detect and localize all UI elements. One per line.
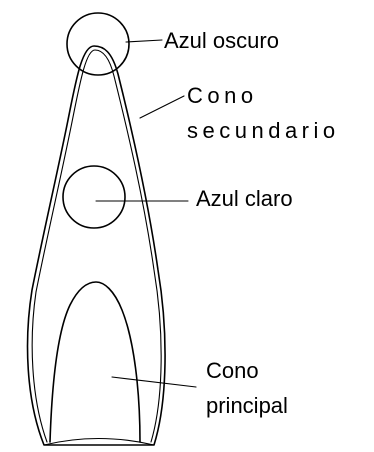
- label-cono-secundario-line1: Cono: [187, 83, 258, 108]
- label-azul-claro: Azul claro: [196, 186, 293, 211]
- azul-claro-circle: [63, 166, 125, 228]
- cone-body-outline: [28, 46, 166, 445]
- azul-oscuro-circle: [67, 13, 129, 75]
- leader-cono-principal: [112, 377, 196, 387]
- cone-body-inner-edge: [32, 50, 161, 442]
- label-cono-principal-line2: principal: [206, 393, 288, 418]
- label-cono-secundario-line2: secundario: [187, 118, 340, 143]
- leader-cono-secundario: [140, 96, 184, 118]
- leader-azul-oscuro: [126, 40, 162, 42]
- label-cono-principal-line1: Cono: [206, 358, 259, 383]
- principal-cone: [50, 282, 140, 442]
- cone-base-curve: [44, 439, 154, 446]
- label-azul-oscuro: Azul oscuro: [164, 28, 279, 53]
